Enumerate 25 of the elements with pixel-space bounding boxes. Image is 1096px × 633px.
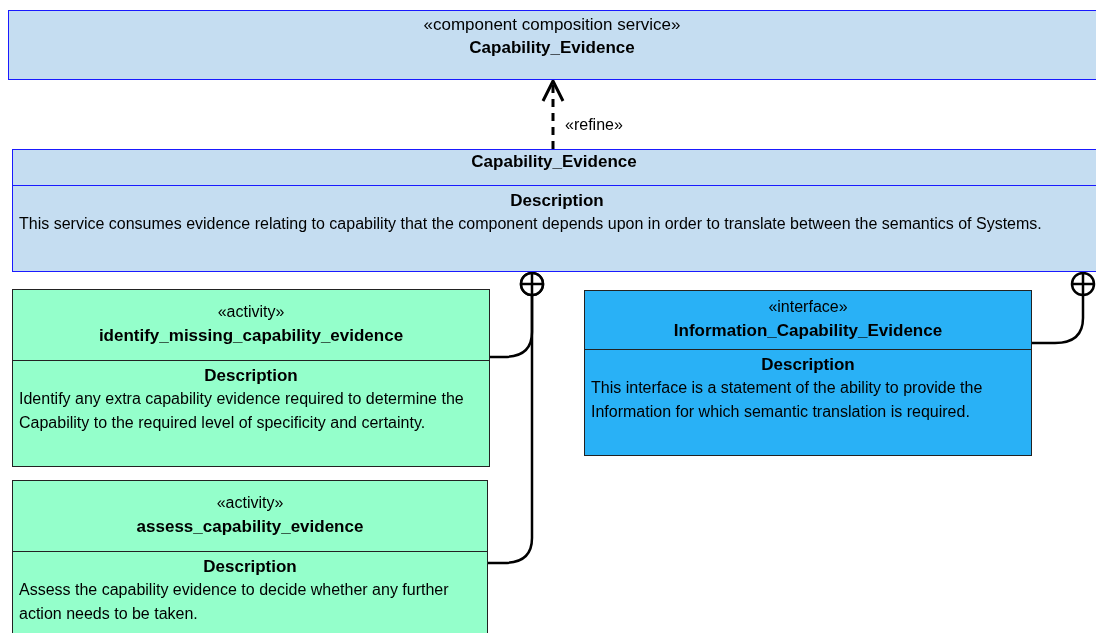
description-text: This interface is a statement of the ability to provide the Information for which semantic translation is required. [591,378,984,422]
component-name: Capability_Evidence [469,37,635,59]
containment-connector [488,271,545,565]
service-box [12,149,1096,272]
section-heading: Description [204,365,298,387]
class-name: identify_missing_capability_evidence [98,325,404,347]
description-text: Assess the capability evidence to decide whether any further action needs to be taken. [19,580,450,624]
class-box [584,290,1032,456]
service-name: Capability_Evidence [471,151,637,173]
stereotype-text: «interface» [768,297,848,317]
section-heading: Description [203,556,297,578]
stereotype-text: «activity» [216,493,284,513]
refine-arrow [541,79,565,149]
component-box [8,10,1096,80]
containment-connector [1032,271,1096,345]
stereotype-text: «activity» [217,302,285,322]
class-box [12,480,488,633]
section-heading: Description [510,190,604,212]
class-box [12,289,490,467]
stereotype-text: «component composition service» [423,14,681,36]
class-name: assess_capability_evidence [136,516,364,538]
description-text: This service consumes evidence relating to capability that the component depends upon in order to translate between the semantics of Systems. [19,214,1042,234]
section-heading: Description [761,354,855,376]
class-name: Information_Capability_Evidence [673,320,943,342]
description-text: Identify any extra capability evidence required to determine the Capability to the required level of specificity and certainty. [19,389,465,433]
